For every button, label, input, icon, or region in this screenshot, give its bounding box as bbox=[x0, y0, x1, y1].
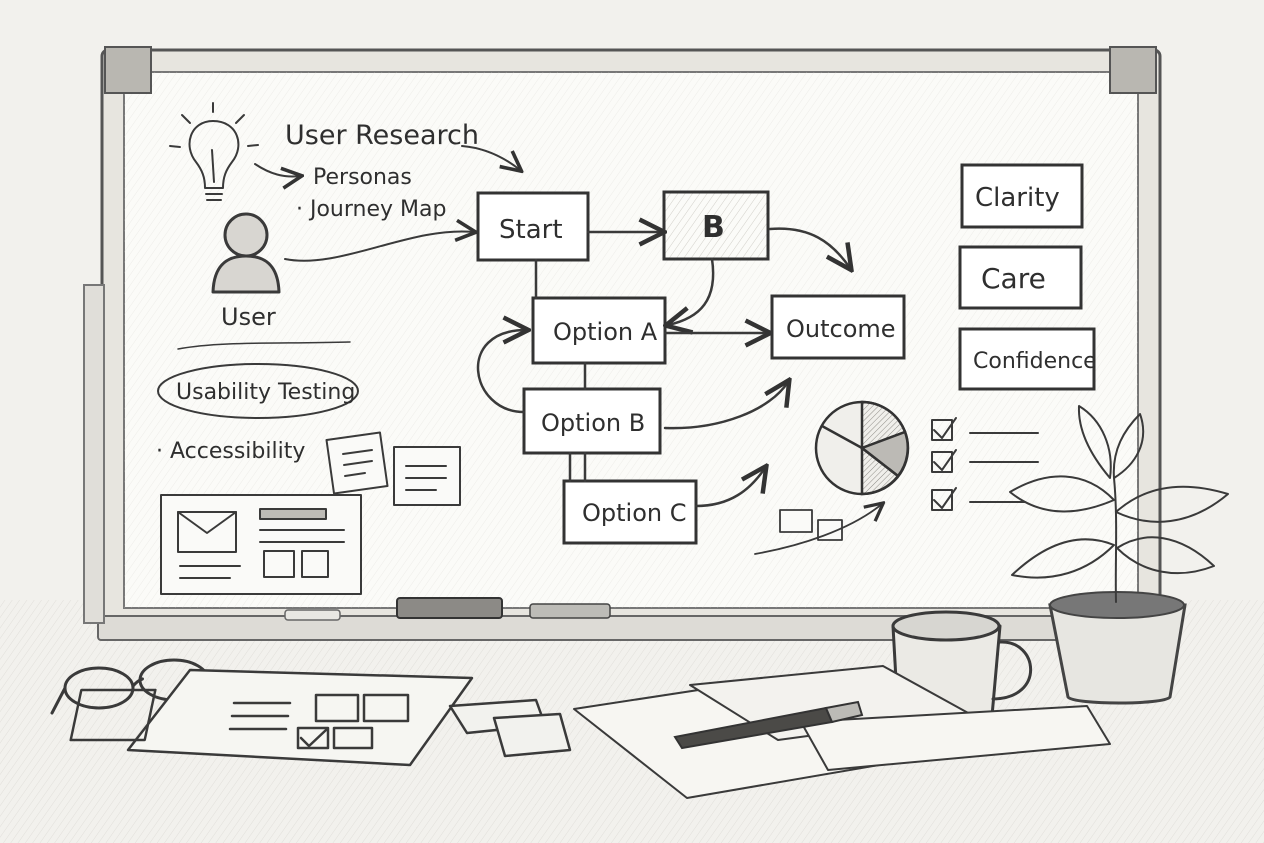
flow-outcome: Outcome bbox=[786, 315, 896, 343]
value-confidence: Confidence bbox=[973, 349, 1097, 374]
flow-option-a: Option A bbox=[553, 318, 658, 346]
checklist bbox=[931, 417, 1039, 511]
checkbox-icon bbox=[931, 417, 1039, 441]
flow-option-b: Option B bbox=[541, 409, 645, 437]
value-care: Care bbox=[981, 262, 1046, 295]
value-clarity: Clarity bbox=[975, 183, 1060, 213]
accessibility-note: · Accessibility bbox=[156, 439, 305, 464]
flow-start: Start bbox=[499, 215, 563, 245]
checkbox-icon bbox=[931, 449, 1039, 473]
pie-chart-icon bbox=[814, 400, 910, 496]
personas-note: Personas bbox=[313, 165, 412, 190]
mini-blocks bbox=[754, 504, 882, 555]
sticky-notes bbox=[325, 431, 461, 506]
pen bbox=[673, 700, 864, 750]
user-icon bbox=[211, 212, 281, 294]
user-research-note: User Research bbox=[285, 120, 479, 151]
flow-diagram: Start B Option A Option B Option C Outco… bbox=[476, 190, 906, 545]
wireframe-card bbox=[160, 494, 362, 595]
value-cards: Clarity Care Confidence bbox=[958, 163, 1097, 391]
flow-b: B bbox=[702, 210, 725, 245]
user-label: User bbox=[221, 303, 276, 331]
markers bbox=[284, 597, 611, 621]
flow-option-c: Option C bbox=[582, 499, 686, 527]
checkbox-icon bbox=[931, 487, 1026, 511]
envelope-icon bbox=[177, 511, 237, 534]
usability-testing-note: Usability Testing bbox=[176, 380, 355, 405]
lightbulb-icon bbox=[169, 102, 259, 201]
potted-plant bbox=[1009, 405, 1229, 705]
journey-map-note: · Journey Map bbox=[296, 197, 446, 222]
paper-wireframe bbox=[69, 668, 572, 767]
